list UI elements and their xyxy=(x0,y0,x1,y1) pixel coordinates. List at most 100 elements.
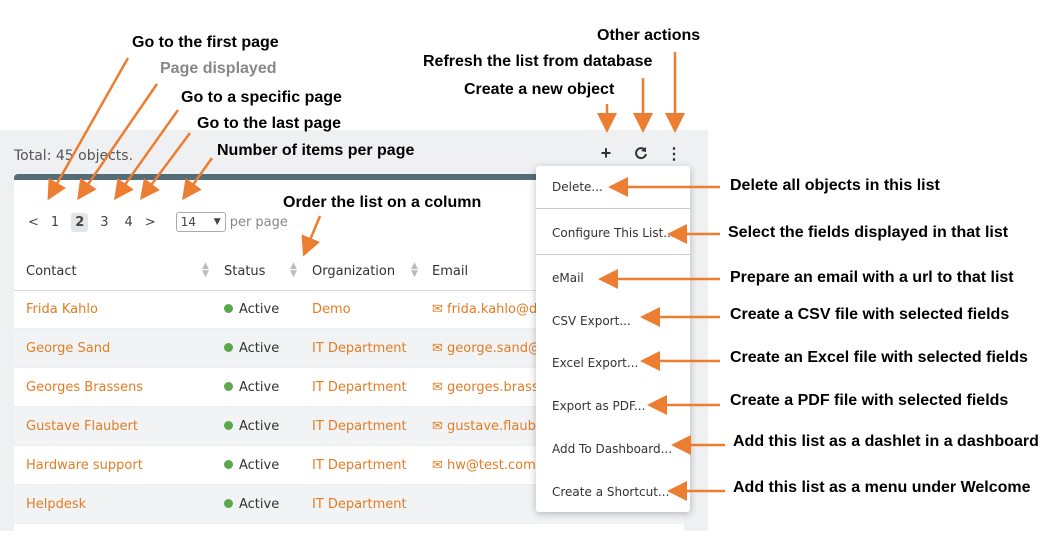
annotation-create: Create a new object xyxy=(464,81,615,98)
refresh-button[interactable] xyxy=(628,140,654,166)
col-organization[interactable]: Organization xyxy=(312,264,396,279)
table-header: Contact ▲▼ Status ▲▼ Organization ▲▼ Ema… xyxy=(14,256,684,291)
envelope-icon: ✉ xyxy=(432,458,448,473)
page-3[interactable]: 3 xyxy=(100,214,109,230)
page-4[interactable]: 4 xyxy=(124,214,133,230)
email-cell[interactable]: ✉ hw@test.com xyxy=(432,458,536,473)
table-row: Georges Brassens Active IT Department ✉ … xyxy=(14,368,684,407)
email-cell[interactable]: ✉ gustave.flaube xyxy=(432,419,544,434)
menu-pdf-export[interactable]: Export as PDF... xyxy=(552,399,646,413)
annotation-pdf: Create a PDF file with selected fields xyxy=(730,392,1009,409)
pagination: < 1 2 3 4 > 14 ▼ per page xyxy=(28,212,288,232)
envelope-icon: ✉ xyxy=(432,419,448,434)
annotation-order: Order the list on a column xyxy=(283,194,482,211)
status-cell: Active xyxy=(224,302,279,317)
envelope-icon: ✉ xyxy=(432,341,448,356)
status-cell: Active xyxy=(224,458,279,473)
arrow-items-per-page xyxy=(182,157,214,201)
status-cell: Active xyxy=(224,497,279,512)
annotation-other-actions: Other actions xyxy=(597,27,701,44)
menu-create-shortcut[interactable]: Create a Shortcut... xyxy=(552,485,670,499)
active-dot-icon xyxy=(224,421,233,430)
menu-separator xyxy=(536,208,690,209)
menu-csv-export[interactable]: CSV Export... xyxy=(552,314,631,328)
page-1[interactable]: 1 xyxy=(50,214,60,230)
contact-link[interactable]: Helpdesk xyxy=(26,497,87,512)
email-text: gustave.flaube xyxy=(447,419,544,434)
annotation-delete: Delete all objects in this list xyxy=(730,177,940,194)
envelope-icon: ✉ xyxy=(432,302,448,317)
active-dot-icon xyxy=(224,460,233,469)
menu-configure-list[interactable]: Configure This List... xyxy=(552,226,675,240)
annotation-specific-page: Go to a specific page xyxy=(181,89,342,106)
active-dot-icon xyxy=(224,343,233,352)
email-cell[interactable]: ✉ george.sand@i xyxy=(432,341,545,356)
chevron-down-icon: ▼ xyxy=(213,217,221,227)
items-per-page-select[interactable]: 14 ▼ xyxy=(175,212,226,232)
status-text: Active xyxy=(239,497,280,512)
email-text: hw@test.com xyxy=(447,458,536,473)
arrow-specific-page xyxy=(114,109,180,201)
active-dot-icon xyxy=(224,499,233,508)
menu-separator xyxy=(536,254,690,255)
org-link[interactable]: IT Department xyxy=(312,419,407,434)
arrow-page-displayed xyxy=(77,83,159,201)
prev-page-button[interactable]: < xyxy=(28,214,39,230)
col-contact[interactable]: Contact xyxy=(26,264,77,279)
col-status[interactable]: Status xyxy=(224,264,266,279)
org-link[interactable]: Demo xyxy=(312,302,351,317)
status-text: Active xyxy=(239,302,280,317)
col-email[interactable]: Email xyxy=(432,264,469,279)
more-actions-button[interactable]: ⋮ xyxy=(661,140,687,166)
status-text: Active xyxy=(239,458,280,473)
arrow-first-page xyxy=(47,57,130,201)
annotation-configure: Select the fields displayed in that list xyxy=(728,224,1009,241)
more-vertical-icon: ⋮ xyxy=(666,146,682,163)
status-text: Active xyxy=(239,341,280,356)
table-row: Frida Kahlo Active Demo ✉ frida.kahlo@de xyxy=(14,290,684,329)
annotation-refresh: Refresh the list from database xyxy=(423,53,653,70)
items-per-page-value: 14 xyxy=(180,215,196,229)
next-page-button[interactable]: > xyxy=(144,214,156,230)
annotation-first-page: Go to the first page xyxy=(132,34,279,51)
menu-delete[interactable]: Delete... xyxy=(552,180,603,194)
status-cell: Active xyxy=(224,341,279,356)
menu-email[interactable]: eMail xyxy=(552,271,584,285)
annotation-dashboard: Add this list as a dashlet in a dashboar… xyxy=(733,433,1039,450)
contact-link[interactable]: Gustave Flaubert xyxy=(26,419,138,434)
sort-icon[interactable]: ▲▼ xyxy=(290,261,297,279)
active-dot-icon xyxy=(224,382,233,391)
contact-link[interactable]: George Sand xyxy=(26,341,111,356)
org-link[interactable]: IT Department xyxy=(312,497,407,512)
org-link[interactable]: IT Department xyxy=(312,341,407,356)
arrow-last-page xyxy=(140,132,192,201)
arrow-order xyxy=(301,215,322,257)
page-2-current[interactable]: 2 xyxy=(71,212,89,232)
status-cell: Active xyxy=(224,380,279,395)
email-text: frida.kahlo@de xyxy=(447,302,546,317)
contact-link[interactable]: Frida Kahlo xyxy=(26,302,98,317)
sort-icon[interactable]: ▲▼ xyxy=(202,261,209,279)
other-actions-menu: Delete... Configure This List... eMail C… xyxy=(536,166,690,512)
annotation-shortcut: Add this list as a menu under Welcome xyxy=(733,479,1031,496)
table-row: Hardware support Active IT Department ✉ … xyxy=(14,446,684,485)
sort-icon[interactable]: ▲▼ xyxy=(411,261,418,279)
menu-excel-export[interactable]: Excel Export... xyxy=(552,356,639,370)
contact-link[interactable]: Hardware support xyxy=(26,458,143,473)
org-link[interactable]: IT Department xyxy=(312,458,407,473)
email-text: georges.brasse xyxy=(447,380,547,395)
email-cell[interactable]: ✉ frida.kahlo@de xyxy=(432,302,545,317)
email-cell[interactable]: ✉ georges.brasse xyxy=(432,380,547,395)
per-page-label: per page xyxy=(229,214,288,230)
annotation-items-per-page: Number of items per page xyxy=(217,142,415,159)
contact-link[interactable]: Georges Brassens xyxy=(26,380,144,395)
add-button[interactable]: + xyxy=(593,140,619,166)
org-link[interactable]: IT Department xyxy=(312,380,407,395)
annotation-email: Prepare an email with a url to that list xyxy=(730,269,1014,286)
active-dot-icon xyxy=(224,304,233,313)
annotation-csv: Create a CSV file with selected fields xyxy=(730,306,1010,323)
menu-add-to-dashboard[interactable]: Add To Dashboard... xyxy=(552,442,673,456)
annotation-page-displayed: Page displayed xyxy=(160,60,277,77)
annotation-last-page: Go to the last page xyxy=(197,115,342,132)
